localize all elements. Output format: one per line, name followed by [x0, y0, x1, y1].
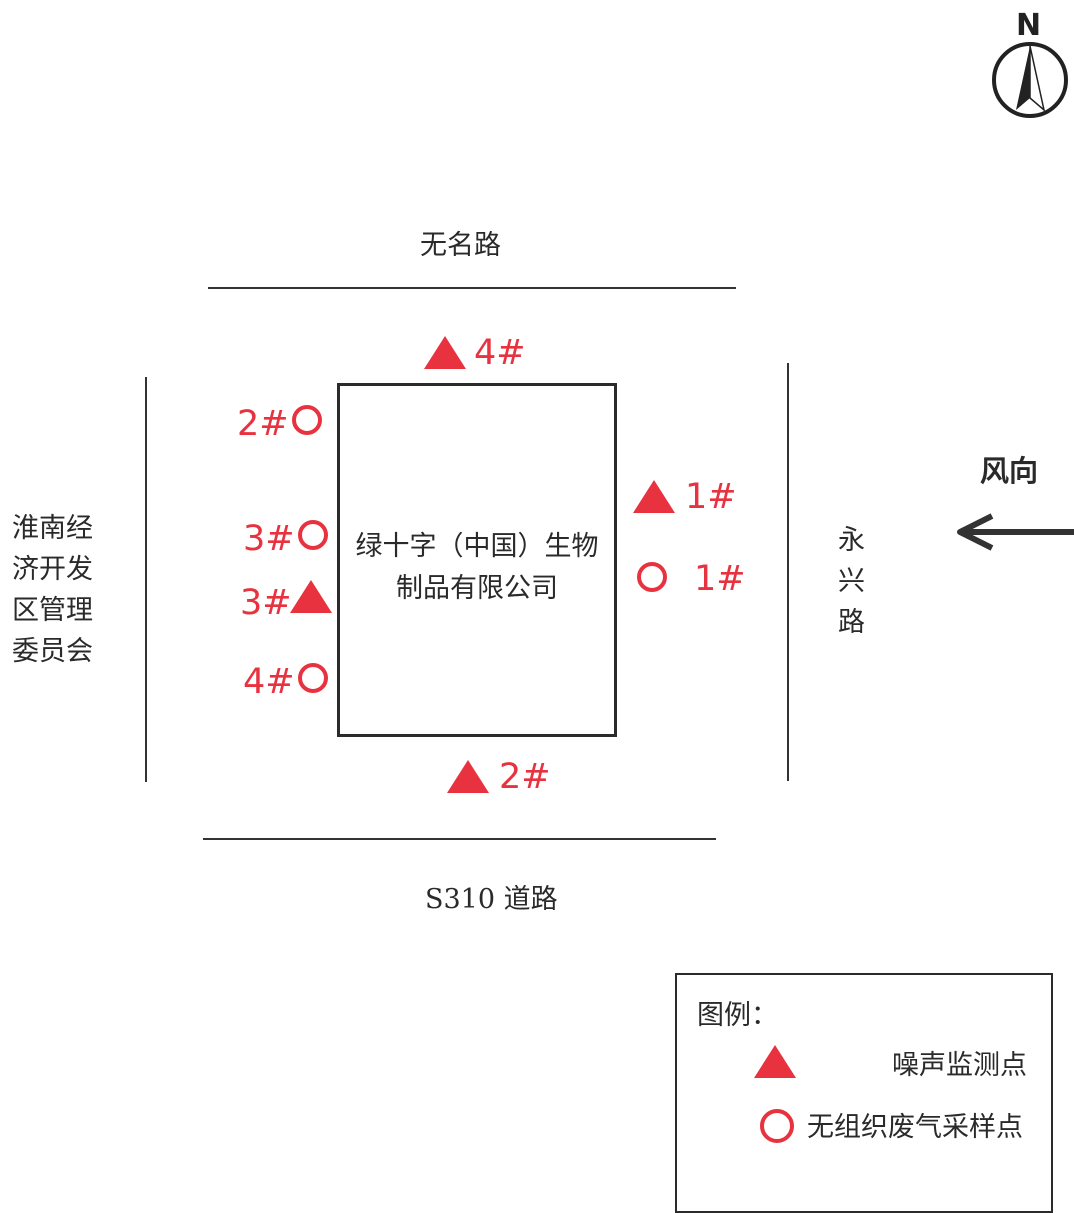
compass: N: [988, 8, 1072, 120]
factory-building: 绿十字（中国）生物 制品有限公司: [337, 383, 617, 737]
noise-triangle-icon: [447, 760, 489, 793]
factory-name-line2: 制品有限公司: [396, 573, 558, 604]
west-area-label: 淮南经济开发区管理委员会: [12, 508, 96, 672]
noise-point-label: 2#: [499, 757, 551, 797]
gas-point-label: 1#: [694, 559, 746, 599]
noise-triangle-icon: [754, 1045, 796, 1078]
noise-point-label: 3#: [240, 583, 292, 623]
east-road-text: 永兴路: [838, 525, 865, 638]
gas-circle-icon: [760, 1109, 794, 1143]
north-road-line: [208, 287, 736, 289]
gas-circle-icon: [298, 520, 328, 550]
legend: 图例： 噪声监测点 无组织废气采样点: [675, 973, 1053, 1213]
west-boundary-line: [145, 377, 147, 782]
wind-label: 风向: [980, 454, 1039, 488]
gas-circle-icon: [298, 663, 328, 693]
compass-north-label: N: [1016, 8, 1042, 43]
legend-noise-label: 噪声监测点: [892, 1050, 1027, 1081]
noise-triangle-icon: [424, 336, 466, 369]
wind-direction: 风向: [952, 448, 1074, 558]
factory-name-line1: 绿十字（中国）生物: [355, 531, 599, 562]
noise-triangle-icon: [290, 580, 332, 613]
west-area-text: 淮南经济开发区管理委员会: [12, 513, 93, 667]
noise-triangle-icon: [633, 480, 675, 513]
gas-circle-icon: [292, 405, 322, 435]
legend-gas-label: 无组织废气采样点: [807, 1112, 1023, 1143]
wind-arrow-left-icon: [957, 513, 1074, 551]
gas-point-label: 2#: [237, 404, 289, 444]
north-road-label: 无名路: [420, 230, 501, 261]
gas-circle-icon: [637, 562, 667, 592]
gas-point-label: 4#: [243, 662, 295, 702]
legend-title: 图例：: [697, 1000, 778, 1031]
noise-point-label: 1#: [685, 477, 737, 517]
north-arrow-icon: [992, 42, 1068, 118]
south-road-label: S310 道路: [425, 884, 558, 915]
gas-point-label: 3#: [243, 519, 295, 559]
east-road-line: [787, 363, 789, 781]
east-road-label: 永兴路: [838, 520, 866, 643]
noise-point-label: 4#: [474, 333, 526, 373]
south-road-line: [203, 838, 716, 840]
